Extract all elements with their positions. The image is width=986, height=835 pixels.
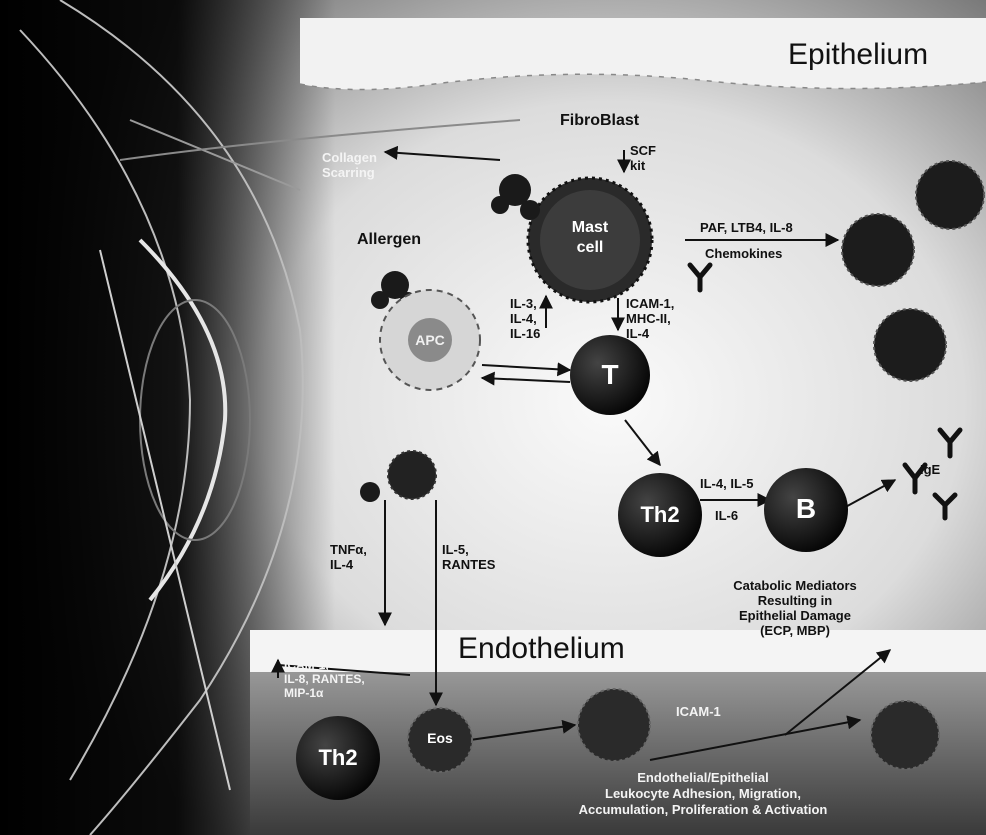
apc-label: APC	[412, 332, 448, 348]
fibroblast-label: FibroBlast	[560, 113, 639, 128]
tnf-label: TNFα, IL-4	[330, 542, 367, 572]
ige-label: IgE	[920, 462, 940, 477]
allergen-label: Allergen	[357, 232, 421, 247]
th2-to-b-top: IL-4, IL-5	[700, 476, 753, 491]
bottom-3: Accumulation, Proliferation & Activation	[579, 802, 828, 817]
th2-lower-label: Th2	[314, 745, 362, 771]
icam-left-1: ICAM-1,	[284, 658, 329, 672]
bottom-process-label: Endothelial/Epithelial Leukocyte Adhesio…	[538, 770, 868, 818]
icam-left-3: MIP-1α	[284, 686, 323, 700]
tnf-2: IL-4	[330, 557, 353, 572]
scf-text: SCF	[630, 143, 656, 158]
bottom-2: Leukocyte Adhesion, Migration,	[605, 786, 801, 801]
t-down-3: IL-4	[626, 326, 649, 341]
activated-eos-cell	[871, 701, 939, 769]
scarring-text: Scarring	[322, 165, 375, 180]
t-up-1: IL-3,	[510, 296, 537, 311]
scf-label: SCF kit	[630, 143, 656, 173]
t-to-mast-cytokines: IL-3, IL-4, IL-16	[510, 296, 540, 341]
endothelium-title: Endothelium	[458, 632, 625, 666]
bottom-1: Endothelial/Epithelial	[637, 770, 768, 785]
epithelium-title: Epithelium	[788, 38, 928, 72]
eos-label: Eos	[422, 730, 458, 746]
th2-to-b-bottom: IL-6	[715, 508, 738, 523]
collagen-text: Collagen	[322, 150, 377, 165]
tnf-1: TNFα,	[330, 542, 367, 557]
icam-left-2: IL-8, RANTES,	[284, 672, 365, 686]
t-down-1: ICAM-1,	[626, 296, 674, 311]
th2-upper-label: Th2	[636, 502, 684, 528]
il5-1: IL-5,	[442, 542, 469, 557]
b-cell-label: B	[790, 494, 822, 524]
catabolic-2: Resulting in	[758, 593, 832, 608]
catabolic-3: Epithelial Damage	[739, 608, 851, 623]
catabolic-4: (ECP, MBP)	[760, 623, 830, 638]
mast-to-t-molecules: ICAM-1, MHC-II, IL-4	[626, 296, 674, 341]
il5-2: RANTES	[442, 557, 495, 572]
icam-left-label: ICAM-1, IL-8, RANTES, MIP-1α	[284, 658, 365, 700]
kit-text: kit	[630, 158, 645, 173]
mast-small-cell	[388, 451, 436, 499]
paf-label: PAF, LTB4, IL-8	[700, 220, 793, 235]
icam-right-label: ICAM-1	[676, 704, 721, 719]
mast-cell-label-line1: Mast	[572, 219, 608, 236]
t-cell-label: T	[594, 360, 626, 390]
endothelial-eos-cell	[578, 689, 650, 761]
t-up-2: IL-4,	[510, 311, 537, 326]
t-up-3: IL-16	[510, 326, 540, 341]
il5-rantes-label: IL-5, RANTES	[442, 542, 495, 572]
chemokines-label: Chemokines	[705, 246, 782, 261]
catabolic-1: Catabolic Mediators	[733, 578, 857, 593]
mast-cell-label-line2: cell	[577, 239, 604, 256]
t-down-2: MHC-II,	[626, 311, 671, 326]
collagen-label: Collagen Scarring	[322, 150, 377, 180]
catabolic-label: Catabolic Mediators Resulting in Epithel…	[700, 578, 890, 638]
mast-cell-label: Mast cell	[565, 218, 615, 258]
